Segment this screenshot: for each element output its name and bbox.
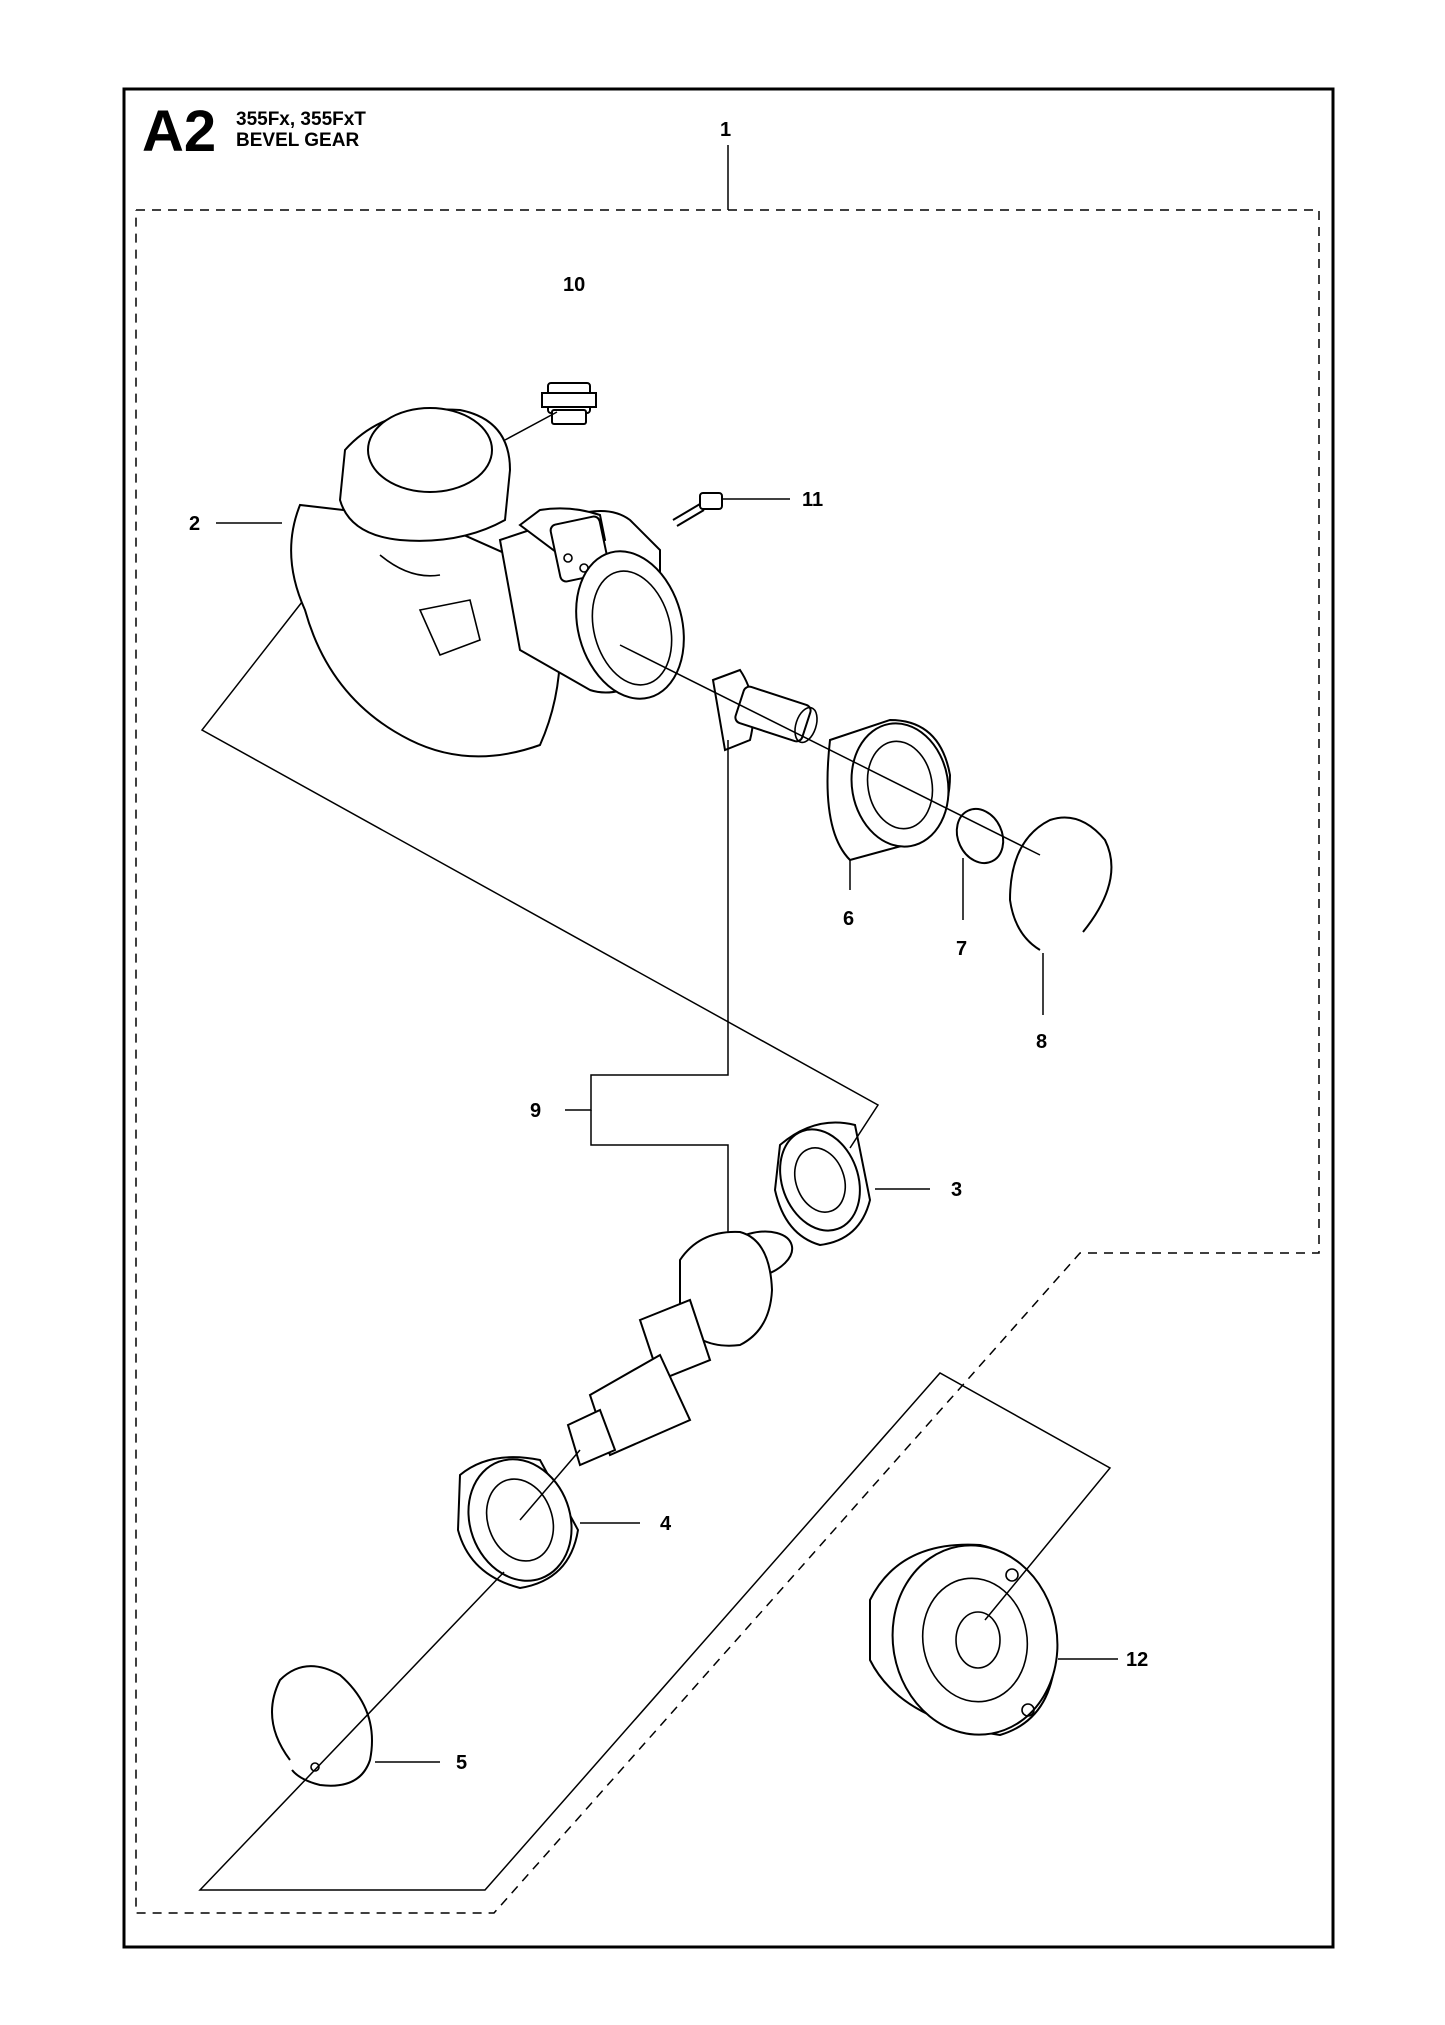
part-retaining-ring xyxy=(271,1665,373,1787)
part-plug xyxy=(541,382,597,425)
outer-border xyxy=(122,87,1335,1949)
callout-2: 2 xyxy=(189,513,200,535)
callout-7: 7 xyxy=(956,938,967,960)
callout-9: 9 xyxy=(530,1100,541,1122)
callout-11: 11 xyxy=(802,489,823,511)
part-bearing-upper xyxy=(826,718,952,862)
section-code: A2 xyxy=(142,99,217,164)
callout-8: 8 xyxy=(1036,1031,1047,1053)
callout-4: 4 xyxy=(660,1513,672,1535)
callout-1: 1 xyxy=(720,119,731,141)
assembly-dashed-boundary xyxy=(135,209,1320,1914)
part-bearing-right xyxy=(773,1121,872,1247)
callout-5: 5 xyxy=(456,1752,467,1774)
part-gear-housing xyxy=(290,407,685,758)
part-large-circlip xyxy=(1008,816,1113,951)
callout-10: 10 xyxy=(563,274,585,296)
diagram-title: BEVEL GEAR xyxy=(236,130,360,151)
part-gear-shaft xyxy=(566,1230,794,1467)
part-small-circlip xyxy=(955,807,1005,865)
part-screw xyxy=(672,492,723,527)
model-names: 355Fx, 355FxT xyxy=(236,109,366,130)
callout-6: 6 xyxy=(843,908,854,930)
callout-12: 12 xyxy=(1126,1649,1148,1671)
callout-3: 3 xyxy=(951,1179,962,1201)
part-pinion-gear xyxy=(711,668,818,752)
part-thrust-flange xyxy=(869,1543,1059,1737)
